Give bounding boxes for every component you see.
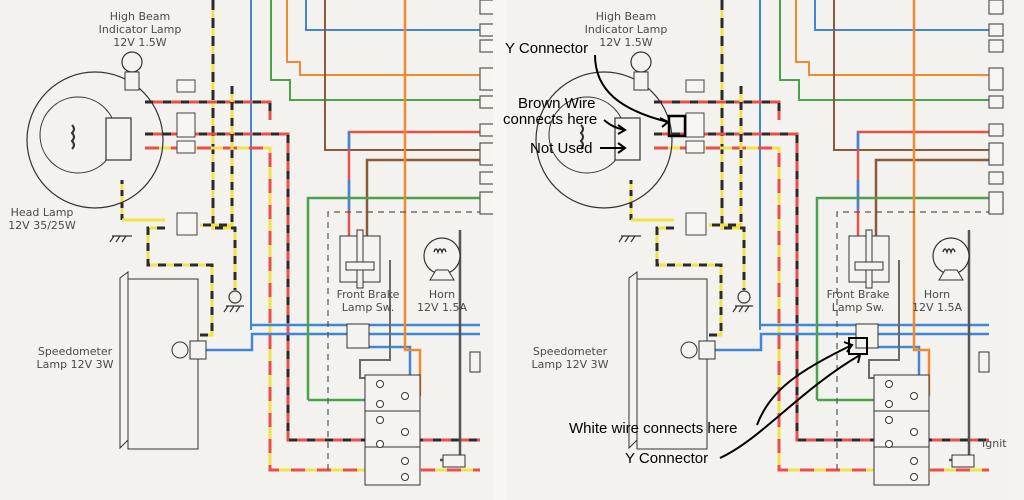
front-brake-label-1-right: Front Brake <box>827 288 890 301</box>
y-connector-top-annotation: Y Connector <box>505 40 588 57</box>
annotated-diagram-panel <box>534 0 1005 487</box>
high-beam-label-3: 12V 1.5W <box>113 36 167 49</box>
white-wire-arrow <box>756 344 853 426</box>
horn-label-2: 12V 1.5A <box>417 301 468 314</box>
brown-wire-annotation-1: Brown Wire <box>518 95 596 112</box>
right-margin <box>1008 0 1024 500</box>
front-brake-label-1: Front Brake <box>337 288 400 301</box>
front-brake-label-2: Lamp Sw. <box>342 301 395 314</box>
head-lamp-label-1: Head Lamp <box>11 206 74 219</box>
annotation-arrows <box>594 54 868 459</box>
horn-label-2-right: 12V 1.5A <box>912 301 963 314</box>
y-connector-top-arrow <box>594 54 669 123</box>
horn-label-1: Horn <box>429 288 455 301</box>
speedometer-label-2-right: Lamp 12V 3W <box>532 358 609 371</box>
high-beam-label-2: Indicator Lamp <box>99 23 182 36</box>
speedometer-label-1-right: Speedometer <box>533 345 608 358</box>
y-connector-bottom-arrow <box>719 354 861 459</box>
ignition-label-partial: Ignit <box>982 437 1007 450</box>
speedometer-label-2: Lamp 12V 3W <box>37 358 114 371</box>
high-beam-label-3-right: 12V 1.5W <box>599 36 653 49</box>
original-diagram-panel <box>25 0 496 487</box>
horn-label-1-right: Horn <box>924 288 950 301</box>
front-brake-label-2-right: Lamp Sw. <box>832 301 885 314</box>
panel-divider <box>493 0 507 500</box>
not-used-annotation: Not Used <box>530 140 593 157</box>
high-beam-label-1-right: High Beam <box>596 10 657 23</box>
high-beam-label-2-right: Indicator Lamp <box>585 23 668 36</box>
high-beam-label-1: High Beam <box>110 10 171 23</box>
head-lamp-label-2: 12V 35/25W <box>8 219 76 232</box>
brown-wire-annotation-2: connects here <box>503 111 597 128</box>
y-connector-bottom-annotation: Y Connector <box>625 450 708 467</box>
y-connector-highlight <box>667 114 687 138</box>
white-wire-annotation: White wire connects here <box>569 420 737 437</box>
speedometer-label-1: Speedometer <box>38 345 113 358</box>
